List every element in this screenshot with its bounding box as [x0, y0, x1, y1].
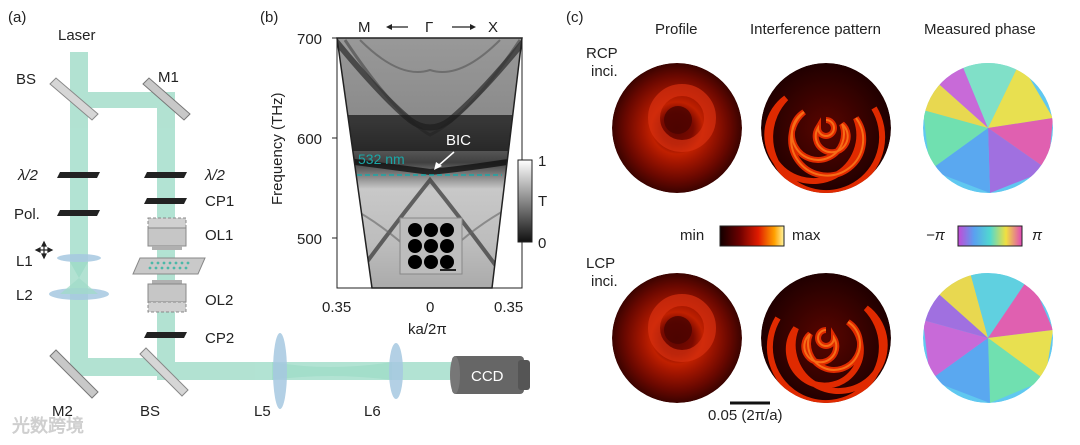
sample-array	[148, 261, 190, 270]
bic-label: BIC	[446, 132, 471, 149]
l1-focus-beam	[70, 262, 88, 278]
intensity-max-label: max	[792, 227, 821, 244]
profile-rcp-image	[612, 63, 742, 193]
bs-top-label: BS	[16, 71, 36, 88]
bs-bottom-label: BS	[140, 403, 160, 420]
half-wave-plate-right	[144, 172, 187, 178]
scalebar-label: 0.05 (2π/a)	[708, 407, 783, 424]
panel-a-tag: (a)	[8, 9, 26, 26]
circular-polarizer-cp1	[144, 198, 187, 204]
ccd-label: CCD	[471, 368, 504, 385]
rcp-label: RCP	[586, 45, 618, 62]
wavelength-label: 532 nm	[358, 151, 405, 167]
arrowhead-right	[470, 24, 476, 30]
watermark: 光数跨境	[11, 415, 84, 436]
arrowhead-left	[386, 24, 392, 30]
x-axis-label: ka/2π	[408, 321, 447, 338]
bic-arrowhead	[434, 162, 442, 170]
lens-l5	[273, 333, 287, 409]
transmission-colorbar	[517, 159, 533, 243]
half-wave-right-label: λ/2	[204, 167, 226, 184]
beam-splitter-bottom	[139, 347, 189, 397]
col-profile-label: Profile	[655, 21, 698, 38]
mirror-m2	[49, 349, 99, 399]
lcp-inci-label: inci.	[591, 273, 618, 290]
ytick-500: 500	[297, 231, 322, 248]
lcp-label: LCP	[586, 255, 615, 272]
polarizer	[57, 210, 100, 216]
interference-lcp-image	[761, 273, 891, 403]
objective-ol2	[147, 280, 187, 313]
lattice-inset	[399, 217, 463, 275]
phase-colorbar	[957, 225, 1023, 247]
panel-c-measurements: (c) Profile Interference pattern Measure…	[566, 9, 1053, 424]
m1-label: M1	[158, 69, 179, 86]
ytick-700: 700	[297, 31, 322, 48]
ccd-camera	[450, 356, 530, 394]
phase-rcp-image	[923, 63, 1053, 193]
l1-label: L1	[16, 253, 33, 270]
xtick-left: 0.35	[322, 299, 351, 316]
intensity-colorbar	[719, 225, 785, 247]
ol1-label: OL1	[205, 227, 233, 244]
col-interference-label: Interference pattern	[750, 21, 881, 38]
bic-arrow	[437, 151, 455, 167]
dir-x: X	[488, 19, 498, 36]
cp2-label: CP2	[205, 330, 234, 347]
l5-label: L5	[254, 403, 271, 420]
half-wave-left-label: λ/2	[17, 167, 39, 184]
half-wave-plate-left	[57, 172, 100, 178]
laser-label: Laser	[58, 27, 96, 44]
l2-label: L2	[16, 287, 33, 304]
dir-gamma: Γ	[425, 19, 433, 36]
cbar-bottom-label: 0	[538, 235, 546, 252]
objective-ol1	[147, 217, 187, 250]
sample-stage	[132, 257, 206, 275]
focused-beam	[272, 362, 392, 380]
cbar-top-label: 1	[538, 153, 546, 170]
cbar-mid-label: T	[538, 193, 547, 210]
l6-label: L6	[364, 403, 381, 420]
intensity-min-label: min	[680, 227, 704, 244]
panel-c-tag: (c)	[566, 9, 584, 26]
dir-m: M	[358, 19, 371, 36]
m2-label: M2	[52, 403, 73, 420]
profile-lcp-image	[612, 273, 742, 403]
cp1-label: CP1	[205, 193, 234, 210]
lens-l1	[57, 254, 101, 262]
phase-max-label: π	[1032, 227, 1043, 244]
panel-b-band-structure: (b) 532 nm	[260, 9, 547, 338]
lens-l6	[389, 343, 403, 399]
xtick-right: 0.35	[494, 299, 523, 316]
beam-splitter-top	[49, 77, 99, 121]
interference-rcp-image	[761, 63, 891, 193]
l2-beam	[60, 278, 98, 294]
rcp-inci-label: inci.	[591, 63, 618, 80]
move-arrows-icon	[34, 240, 54, 260]
panel-a-setup: (a) Laser BS M1 λ/2 λ/2 CP1 Pol.	[8, 9, 530, 436]
panel-b-tag: (b)	[260, 9, 278, 26]
circular-polarizer-cp2	[144, 332, 187, 338]
y-axis-label: Frequency (THz)	[269, 92, 286, 205]
ol2-label: OL2	[205, 292, 233, 309]
ytick-600: 600	[297, 131, 322, 148]
pol-label: Pol.	[14, 206, 40, 223]
phase-lcp-image	[923, 273, 1053, 403]
mirror-m1	[142, 77, 191, 121]
xtick-center: 0	[426, 299, 434, 316]
phase-min-label: −π	[926, 227, 946, 244]
col-phase-label: Measured phase	[924, 21, 1036, 38]
